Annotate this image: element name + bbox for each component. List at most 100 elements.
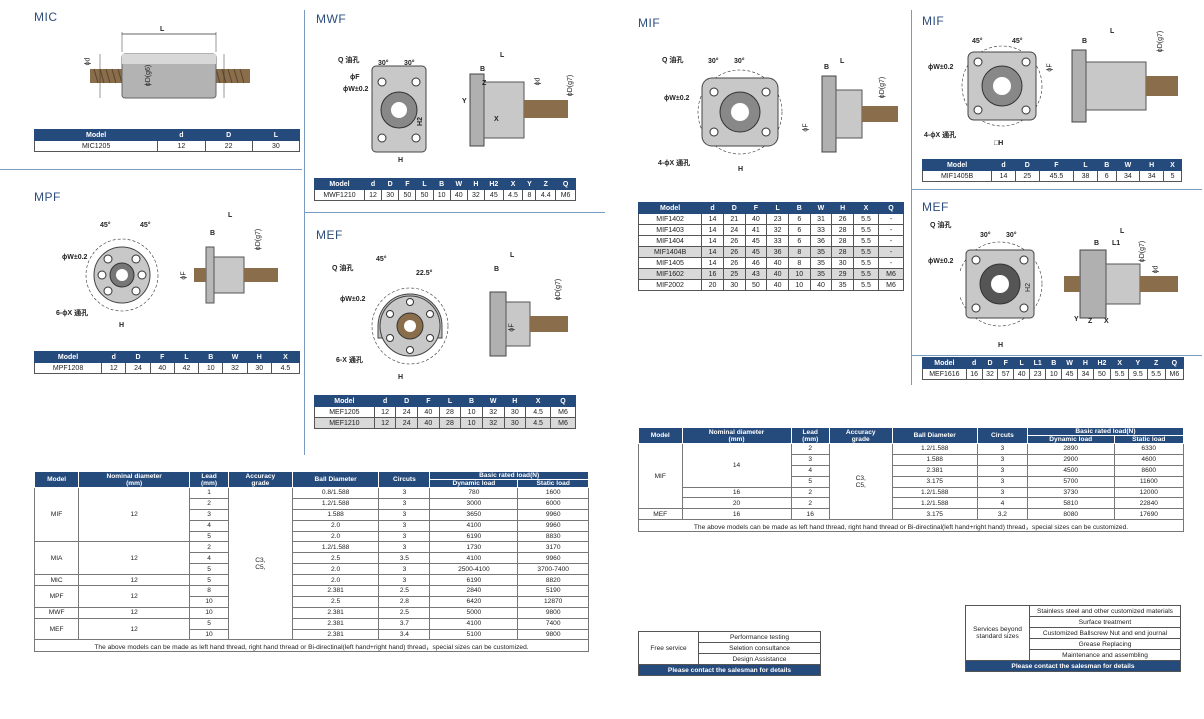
mwf-drawing: [370, 60, 570, 170]
mwf-cell: 32: [466, 189, 485, 201]
mif-cell: 32: [766, 224, 789, 236]
mif-a1: 30°: [708, 58, 719, 65]
load-right-cell: 3: [976, 453, 1028, 466]
mef2-col-header: H: [1076, 357, 1094, 369]
mef-cell: 24: [395, 417, 419, 429]
mif-cell: 16: [701, 268, 724, 280]
load-left-cell: 4: [189, 519, 229, 532]
mef2-drawing: [960, 240, 1180, 340]
load-right-cell: 3: [976, 443, 1028, 455]
load-left-nominal: 12: [78, 541, 191, 576]
load-left-cell: 8820: [517, 574, 589, 587]
mif2-h: □H: [994, 140, 1004, 147]
mef2-h: H: [998, 342, 1004, 349]
mif-cell: 43: [744, 268, 768, 280]
mef2-d: ϕd: [1152, 265, 1160, 274]
load-right-header: Nominal diameter (mm): [681, 427, 792, 444]
mef-cell: 24: [395, 406, 419, 418]
mif-cell: 35: [809, 246, 833, 258]
load-left-cell: 3: [378, 574, 431, 587]
mef-cell: 30: [503, 406, 527, 418]
mwf-b: B: [480, 66, 486, 73]
mef2-cell: 40: [1013, 368, 1031, 380]
mif-cell: 33: [766, 235, 789, 247]
mwf-d: ϕd: [534, 77, 542, 86]
load-right-nominal: 20: [681, 497, 792, 510]
mic-cell: MIC1205: [33, 140, 159, 152]
mef2-col-header: L1: [1029, 357, 1047, 369]
mef2-col-header: L: [1013, 357, 1031, 369]
load-right-model: MEF: [638, 508, 683, 521]
load-left-cell: 8: [189, 585, 229, 597]
mef-col-header: Q: [550, 395, 576, 407]
mif-title: MIF: [638, 16, 661, 30]
load-left-cell: 780: [429, 487, 519, 499]
load-right-cell: 5700: [1026, 475, 1115, 488]
mif2-cell: 6: [1096, 170, 1117, 182]
load-right-cell: 3.175: [891, 508, 978, 521]
mif-cell: MIF1602: [637, 268, 703, 280]
mef-cell: M6: [550, 417, 576, 429]
mwf-col-header: L: [415, 178, 434, 190]
mif2-w: ϕW±0.2: [928, 64, 954, 71]
mif-cell: 24: [722, 224, 746, 236]
mef-col-header: L: [438, 395, 462, 407]
mif-dg: ϕD(g7): [879, 76, 887, 99]
load-right-cell: 3: [976, 475, 1028, 488]
mpf-title: MPF: [34, 190, 61, 204]
mic-cell: 12: [157, 140, 206, 152]
mef-h: H: [398, 374, 404, 381]
load-right-cell: 2: [790, 497, 830, 510]
mif-cell: 46: [744, 257, 768, 269]
mif-col-header: Q: [877, 202, 905, 214]
mef2-col-header: H2: [1092, 357, 1112, 369]
mif2-cell: 5: [1163, 170, 1182, 182]
mpf-cell: 4.5: [270, 362, 301, 374]
mpf-a2: 45°: [140, 222, 151, 229]
mef-col-header: D: [395, 395, 419, 407]
mef2-a1: 30°: [980, 232, 991, 239]
load-left-cell: 2.0: [291, 519, 380, 532]
load-right-cell: 8080: [1026, 508, 1115, 521]
mif2-cell: MIF1405B: [921, 170, 993, 182]
mef2-cell: 16: [965, 368, 983, 380]
load-left-cell: 2.381: [291, 606, 380, 619]
mef2-l: L: [1120, 228, 1125, 235]
mif-col-header: W: [809, 202, 833, 214]
mpf-col-header: F: [149, 351, 175, 363]
mpf-cell: 12: [101, 362, 127, 374]
mwf-cell: 4.4: [535, 189, 557, 201]
load-left-header: Accuracy grade: [227, 471, 293, 488]
mif2-col-header: X: [1163, 159, 1182, 171]
mef2-col-header: F: [997, 357, 1015, 369]
mpf-f: ϕF: [180, 271, 188, 280]
mwf-col-header: Y: [522, 178, 537, 190]
mif-cell: 14: [701, 257, 724, 269]
load-right-cell: 1.588: [891, 453, 978, 466]
mif-f: ϕF: [802, 123, 810, 132]
mif-cell: M6: [877, 268, 905, 280]
load-left-cell: 2: [189, 541, 229, 554]
load-left-header: Lead (mm): [189, 471, 229, 488]
mef-a3: 22.5°: [416, 270, 433, 277]
mif2-cell: 38: [1073, 170, 1098, 182]
mic-dim-l: L: [160, 26, 165, 33]
free-item: Performance testing: [698, 631, 821, 643]
mif-cell: 10: [787, 279, 811, 291]
mpf-l: L: [228, 212, 233, 219]
mif-cell: 20: [701, 279, 724, 291]
mpf-x: 6-ϕX 通孔: [56, 310, 89, 317]
mif2-a2: 45°: [1012, 38, 1023, 45]
free-service-label: Free service: [638, 631, 699, 665]
mwf-col-header: H2: [483, 178, 504, 190]
mef2-cell: 45: [1061, 368, 1078, 380]
mif-cell: 33: [809, 224, 833, 236]
